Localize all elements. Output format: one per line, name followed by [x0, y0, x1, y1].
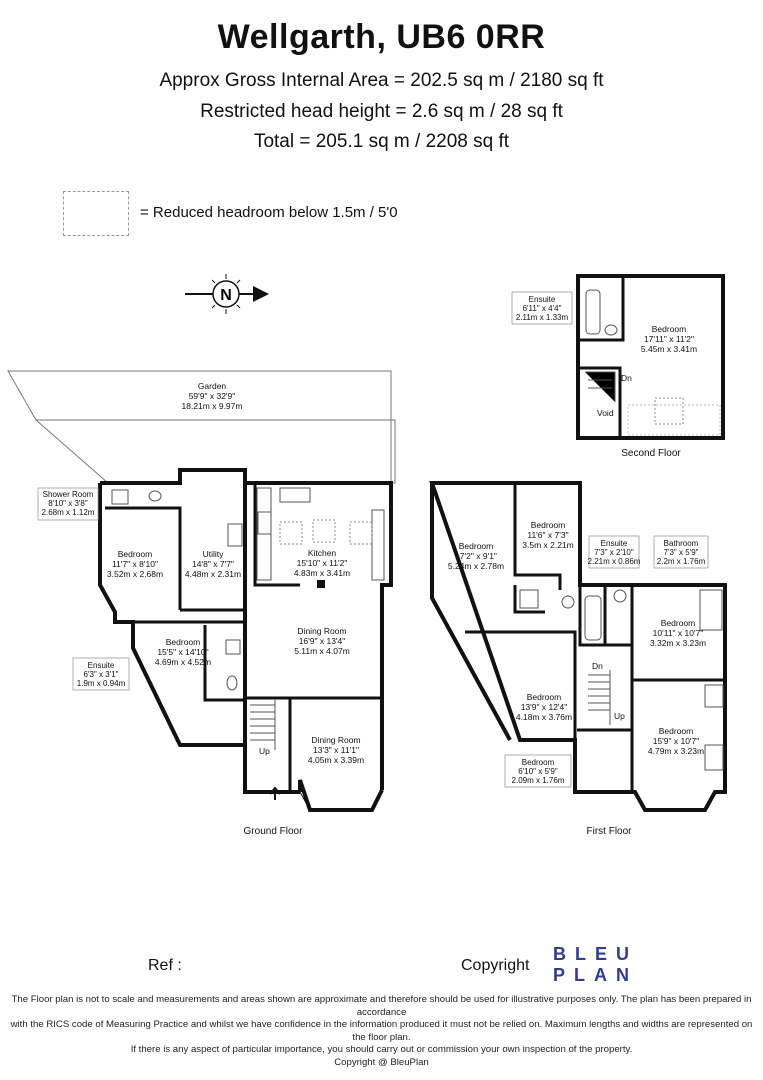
- label-ff-bedroom6-imp: 6'10" x 5'9": [518, 767, 558, 776]
- label-ff-bedroom1-imp: 17'2" x 9'1": [455, 551, 497, 561]
- disclaimer: The Floor plan is not to scale and measu…: [8, 994, 755, 1069]
- compass-letter: N: [220, 287, 232, 304]
- disclaimer-line-2: with the RICS code of Measuring Practice…: [10, 1019, 753, 1043]
- label-ff-ensuite-imp: 7'3" x 2'10": [594, 548, 634, 557]
- disclaimer-line-3: If there is any aspect of particular imp…: [130, 1044, 633, 1055]
- legend-swatch: [63, 191, 129, 236]
- label-shower-room-name: Shower Room: [43, 490, 94, 499]
- label-ff-bedroom2-imp: 11'6" x 7'3": [527, 530, 568, 540]
- label-kitchen-met: 4.83m x 3.41m: [294, 568, 350, 578]
- label-ff-up: Up: [614, 711, 625, 721]
- label-dining1-imp: 16'9" x 13'4": [299, 636, 346, 646]
- label-ff-bedroom5-name: Bedroom: [659, 726, 694, 736]
- label-kitchen-imp: 15'10" x 11'2": [297, 558, 348, 568]
- label-ff-bedroom3-met: 3.32m x 3.23m: [650, 638, 706, 648]
- gross-area-text: Approx Gross Internal Area = 202.5 sq m …: [159, 70, 604, 91]
- label-utility-name: Utility: [203, 549, 225, 559]
- label-garden-imp: 59'9" x 32'9": [189, 391, 236, 401]
- label-gf-up: Up: [259, 746, 270, 756]
- label-ff-bedroom4-met: 4.18m x 3.76m: [516, 712, 572, 722]
- label-kitchen-name: Kitchen: [308, 548, 337, 558]
- logo-line-1: BLEU: [553, 944, 638, 964]
- label-dining1-name: Dining Room: [297, 626, 346, 636]
- label-sf-ensuite-name: Ensuite: [529, 295, 556, 304]
- label-dining2-name: Dining Room: [311, 735, 360, 745]
- label-shower-room-imp: 8'10" x 3'8": [48, 499, 88, 508]
- label-ff-ensuite-met: 2.21m x 0.86m: [588, 557, 641, 566]
- label-utility-imp: 14'8" x 7'7": [192, 559, 234, 569]
- label-ff-bedroom2-name: Bedroom: [531, 520, 566, 530]
- label-sf-ensuite-imp: 6'11" x 4'4": [523, 304, 562, 313]
- label-ff-bedroom5-met: 4.79m x 3.23m: [648, 746, 704, 756]
- label-ff-bedroom4-imp: 13'9" x 12'4": [521, 702, 568, 712]
- ref-label: Ref :: [148, 957, 182, 974]
- logo-line-2: PLAN: [553, 965, 638, 985]
- label-sf-void: Void: [597, 408, 614, 418]
- label-utility-met: 4.48m x 2.31m: [185, 569, 241, 579]
- label-gf-bedroom1-imp: 11'7" x 8'10": [112, 559, 158, 569]
- label-ff-bedroom6-met: 2.09m x 1.76m: [512, 776, 565, 785]
- label-bathroom-imp: 7'3" x 5'9": [664, 548, 699, 557]
- label-dining1-met: 5.11m x 4.07m: [294, 646, 350, 656]
- label-garden-met: 18.21m x 9.97m: [182, 401, 243, 411]
- second-floor-label: Second Floor: [621, 448, 681, 459]
- label-gf-bedroom1-met: 3.52m x 2.68m: [107, 569, 163, 579]
- label-gf-bedroom2-met: 4.69m x 4.52m: [155, 657, 211, 667]
- label-dining2-met: 4.05m x 3.39m: [308, 755, 364, 765]
- label-gf-ensuite-imp: 6'3" x 3'1": [84, 670, 119, 679]
- label-ff-bedroom5-imp: 15'9" x 10'7": [653, 736, 700, 746]
- label-shower-room-met: 2.68m x 1.12m: [42, 508, 95, 517]
- total-area-text: Total = 205.1 sq m / 2208 sq ft: [253, 131, 510, 152]
- label-ff-bedroom2-met: 3.5m x 2.21m: [522, 540, 574, 550]
- label-dining2-imp: 13'3" x 11'1": [313, 745, 359, 755]
- legend-text: = Reduced headroom below 1.5m / 5'0: [140, 204, 398, 221]
- copyright-label: Copyright: [461, 957, 530, 974]
- second-floor-plan: [576, 274, 725, 440]
- ground-floor-label: Ground Floor: [244, 826, 304, 837]
- label-gf-ensuite-name: Ensuite: [88, 661, 115, 670]
- label-sf-ensuite-met: 2.11m x 1.33m: [516, 313, 569, 322]
- label-ff-bedroom3-imp: 10'11" x 10'7": [653, 628, 704, 638]
- label-gf-bedroom1-name: Bedroom: [118, 549, 153, 559]
- label-gf-bedroom2-name: Bedroom: [166, 637, 201, 647]
- first-floor-label: First Floor: [587, 826, 633, 837]
- label-sf-bedroom-name: Bedroom: [652, 324, 687, 334]
- label-sf-bedroom-met: 5.45m x 3.41m: [641, 344, 697, 354]
- label-sf-dn: Dn: [621, 373, 632, 383]
- label-ff-bedroom1-name: Bedroom: [459, 541, 494, 551]
- label-ff-bedroom1-met: 5.24m x 2.78m: [448, 561, 504, 571]
- first-floor-plan: [429, 481, 727, 812]
- label-gf-bedroom2-imp: 15'5" x 14'10": [157, 647, 208, 657]
- bleuplan-logo: BLEU PLAN: [553, 944, 638, 986]
- label-ff-ensuite-name: Ensuite: [601, 539, 628, 548]
- restricted-area-text: Restricted head height = 2.6 sq m / 28 s…: [200, 101, 563, 122]
- label-bathroom-name: Bathroom: [664, 539, 699, 548]
- label-ff-dn: Dn: [592, 661, 603, 671]
- ground-floor-plan: [7, 370, 396, 812]
- label-ff-bedroom3-name: Bedroom: [661, 618, 696, 628]
- label-sf-bedroom-imp: 17'11" x 11'2": [644, 334, 694, 344]
- disclaimer-line-4: Copyright @ BleuPlan: [334, 1056, 429, 1068]
- label-garden-name: Garden: [198, 381, 227, 391]
- label-ff-bedroom4-name: Bedroom: [527, 692, 562, 702]
- label-gf-ensuite-met: 1.9m x 0.94m: [77, 679, 126, 688]
- disclaimer-line-1: The Floor plan is not to scale and measu…: [11, 994, 752, 1018]
- compass-icon: N: [185, 274, 269, 314]
- label-bathroom-met: 2.2m x 1.76m: [657, 557, 706, 566]
- page-title: Wellgarth, UB6 0RR: [217, 18, 546, 56]
- label-ff-bedroom6-name: Bedroom: [522, 758, 555, 767]
